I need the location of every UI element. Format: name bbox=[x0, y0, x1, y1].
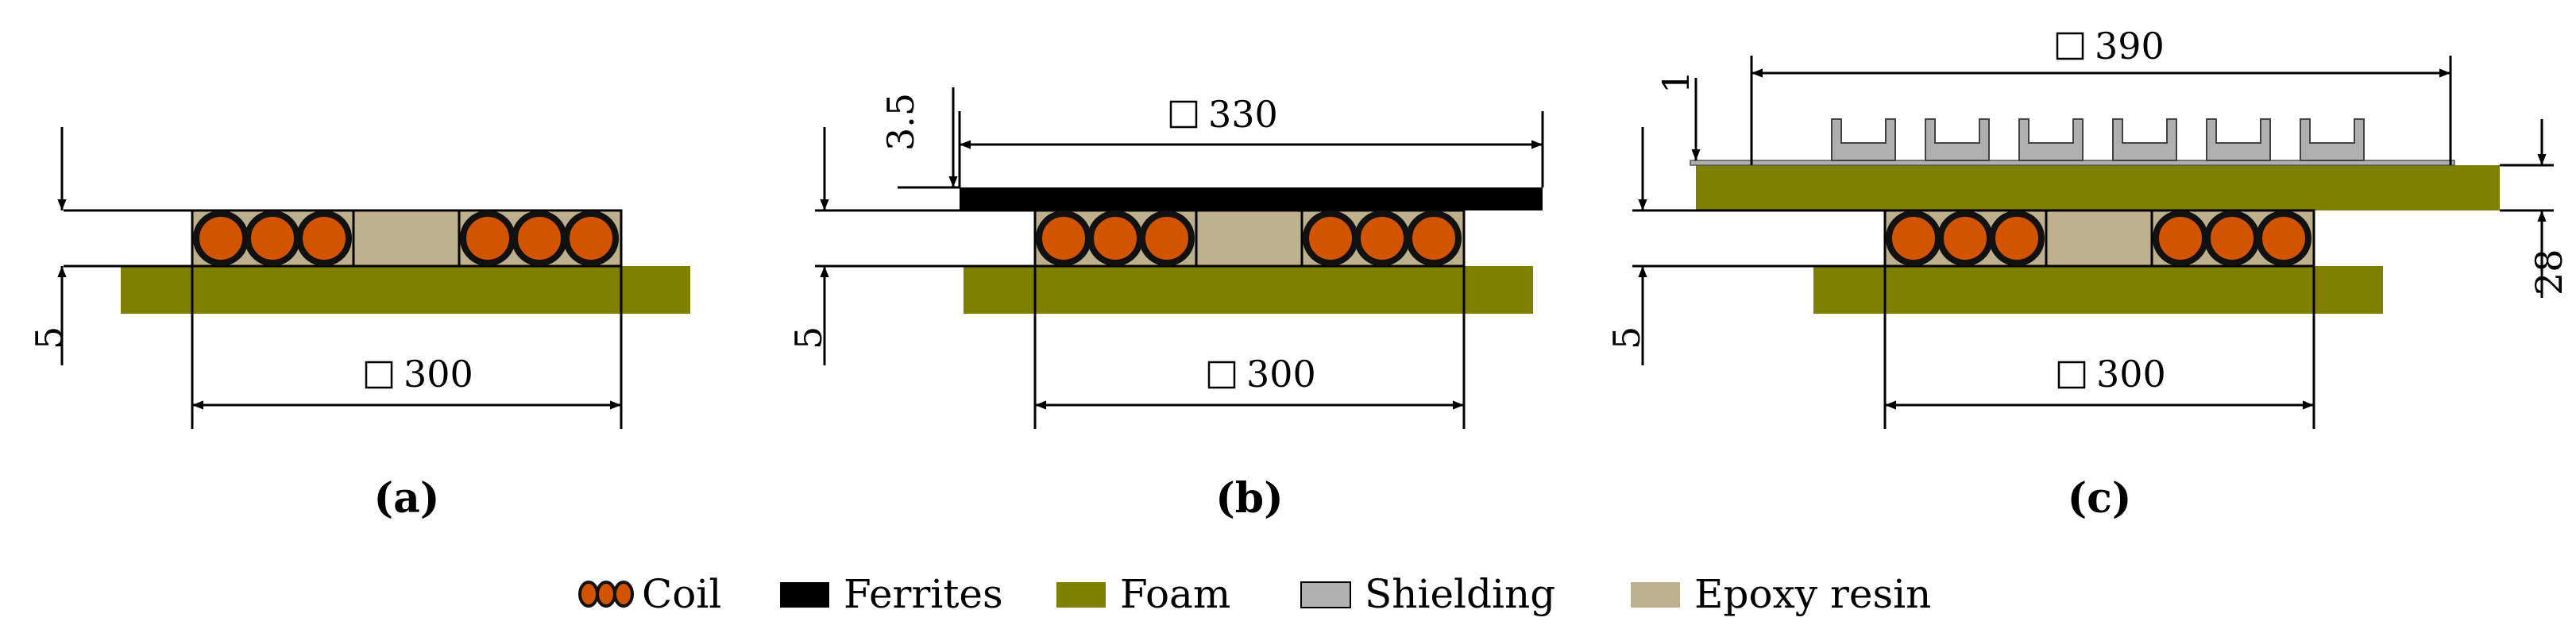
thickness-dim-label: 5 bbox=[787, 326, 830, 349]
thickness-dim-label: 5 bbox=[28, 326, 71, 349]
square-symbol bbox=[1207, 361, 1236, 389]
legend-label: Shielding bbox=[1365, 571, 1555, 617]
bottom-width-label: 300 bbox=[2096, 353, 2166, 396]
bottom-width-label: 300 bbox=[1246, 353, 1316, 396]
panel-a: 5 300 (a) bbox=[28, 127, 690, 523]
bottom-width-label: 300 bbox=[404, 353, 473, 396]
legend-label: Coil bbox=[642, 571, 721, 617]
foam-layer bbox=[964, 266, 1533, 314]
legend-label: Foam bbox=[1120, 571, 1230, 617]
legend-label: Epoxy resin bbox=[1694, 571, 1931, 617]
top-width-label: 330 bbox=[1208, 93, 1278, 136]
shielding-fin bbox=[2112, 118, 2177, 161]
square-symbol bbox=[2057, 361, 2086, 389]
square-symbol bbox=[1169, 100, 1198, 129]
thickness-dim-label: 5 bbox=[1605, 326, 1648, 349]
panel-b: 5 3.5 330 300 (b) bbox=[787, 87, 1544, 523]
coil-turns bbox=[193, 210, 619, 266]
ferrite-thickness-label: 3.5 bbox=[879, 93, 922, 151]
ferrite-plate bbox=[960, 187, 1543, 210]
legend-item-ferrites: Ferrites bbox=[780, 571, 1003, 617]
legend-label: Ferrites bbox=[844, 571, 1003, 617]
shielding-fin bbox=[1925, 118, 1990, 161]
panel-caption: (a) bbox=[374, 474, 440, 523]
coil-swatch-icon bbox=[578, 581, 634, 608]
legend-item-foam: Foam bbox=[1056, 571, 1230, 617]
legend-item-epoxy-resin: Epoxy resin bbox=[1631, 571, 1931, 617]
shielding-fin bbox=[2206, 118, 2271, 161]
foam-layer-bottom bbox=[1813, 266, 2383, 314]
shielding-fin bbox=[1831, 118, 1896, 161]
square-symbol bbox=[2056, 32, 2084, 60]
epoxy-swatch bbox=[1631, 582, 1680, 608]
foam-swatch bbox=[1056, 582, 1106, 608]
foam-layer-top bbox=[1696, 165, 2500, 210]
gap-dim-label: 28 bbox=[2528, 249, 2570, 295]
top-width-label: 390 bbox=[2095, 25, 2165, 68]
legend-item-coil: Coil bbox=[578, 571, 721, 617]
coil-turns bbox=[1036, 210, 1462, 266]
panel-caption: (c) bbox=[2068, 474, 2132, 523]
legend: Coil Ferrites Foam Shielding Epoxy resin bbox=[578, 571, 1931, 617]
shielding-fins bbox=[1831, 118, 2365, 161]
shield-thickness-label: 1 bbox=[1655, 71, 1697, 94]
ferrites-swatch bbox=[780, 582, 829, 608]
shielding-fin bbox=[2018, 118, 2084, 161]
foam-layer bbox=[121, 266, 690, 314]
shielding-fin bbox=[2300, 118, 2365, 161]
shielding-swatch bbox=[1300, 581, 1351, 608]
panel-caption: (b) bbox=[1215, 474, 1284, 523]
square-symbol bbox=[365, 361, 393, 389]
legend-item-shielding: Shielding bbox=[1300, 571, 1555, 617]
panel-c: 5 1 390 28 300 (c) bbox=[1605, 25, 2570, 523]
coil-turns bbox=[1886, 210, 2311, 266]
